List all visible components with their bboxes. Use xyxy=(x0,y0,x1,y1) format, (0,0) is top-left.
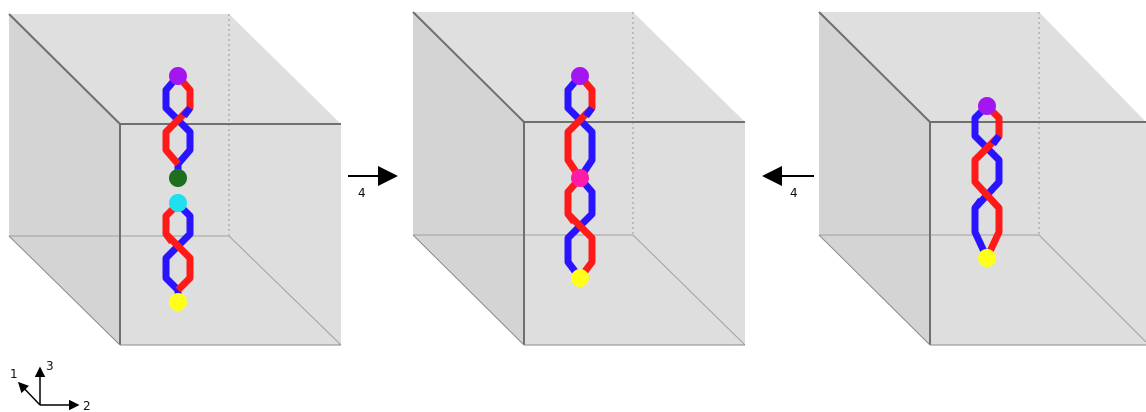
top-point xyxy=(571,67,589,85)
arrow-label: 4 xyxy=(358,186,366,200)
left-cube xyxy=(8,13,342,346)
cube-edge xyxy=(412,234,525,346)
cube-edge xyxy=(818,11,931,123)
arrow-left: 4 xyxy=(762,166,814,200)
cube-edge xyxy=(8,235,121,346)
cube-hidden-edge xyxy=(632,234,746,346)
braid-strands xyxy=(564,73,596,281)
braid-strands-upper xyxy=(162,73,194,178)
middle-upper-point xyxy=(169,169,187,187)
middle-lower-point xyxy=(169,194,187,212)
center-cube xyxy=(412,11,746,346)
cube-hidden-edge xyxy=(228,235,342,346)
bottom-point xyxy=(978,249,996,267)
cube-hidden-edge xyxy=(1038,234,1146,343)
cube-front-face xyxy=(120,124,341,345)
top-point xyxy=(978,97,996,115)
axis-label-1: 1 xyxy=(10,367,18,381)
cube-back-face xyxy=(819,12,1146,122)
cube-front-face xyxy=(524,122,745,345)
arrow-label: 4 xyxy=(790,186,798,200)
top-point xyxy=(169,67,187,85)
middle-point xyxy=(571,169,589,187)
cube-edge xyxy=(818,234,931,346)
braid-strands-lower xyxy=(162,201,194,302)
axis-label-3: 3 xyxy=(46,359,54,373)
cube-edge xyxy=(8,13,121,125)
axis-label-2: 2 xyxy=(83,399,91,412)
cube-edge xyxy=(412,11,525,123)
right-cube xyxy=(818,11,1146,346)
braid-strands xyxy=(971,103,1003,260)
cube-front-face xyxy=(930,122,1146,345)
bottom-point xyxy=(169,293,187,311)
cube-back-face xyxy=(413,12,745,122)
bottom-point xyxy=(571,269,589,287)
axis-triad: 1 2 3 xyxy=(10,359,91,412)
arrow-right: 4 xyxy=(348,166,398,200)
